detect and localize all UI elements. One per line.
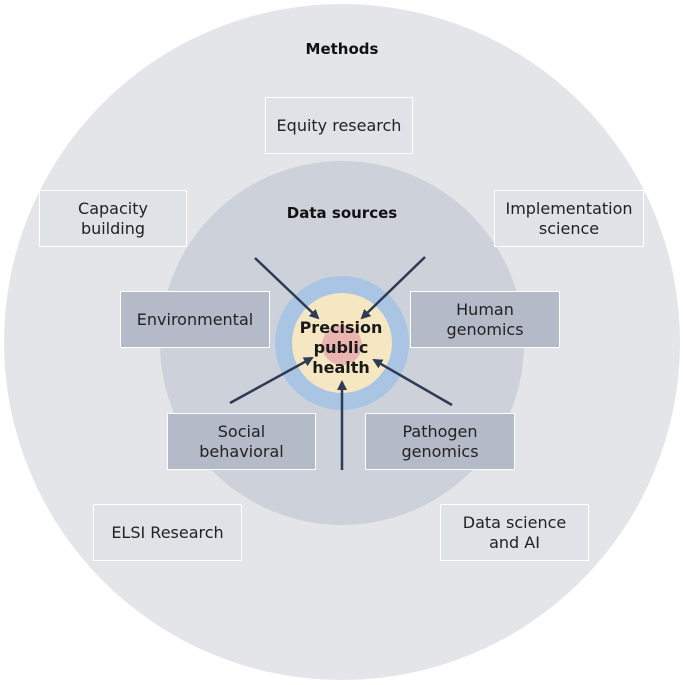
method-box-label: Equity research <box>276 115 402 135</box>
method-box-label: science <box>538 218 600 238</box>
arrow-bottom-left <box>229 356 314 405</box>
method-box-equity-research: Equity research <box>265 97 413 154</box>
method-box-capacity-building: Capacity building <box>39 190 187 247</box>
method-box-implementation-science: Implementation science <box>494 190 644 247</box>
methods-title: Methods <box>305 40 379 58</box>
center-label-line: Precision <box>299 318 383 337</box>
data-box-human-genomics: Human genomics <box>410 291 560 348</box>
method-box-label: Capacity <box>78 198 148 218</box>
center-label-line: public <box>313 338 369 357</box>
arrow-top-left <box>254 257 320 320</box>
data-box-label: Human <box>456 299 514 319</box>
data-box-label: Pathogen <box>402 421 478 441</box>
method-box-label: building <box>80 218 146 238</box>
center-label-line: health <box>312 358 370 377</box>
method-box-elsi-research: ELSI Research <box>93 504 242 561</box>
arrow-top-right <box>360 256 426 320</box>
method-box-data-science-ai: Data science and AI <box>440 504 589 561</box>
core-dot <box>322 325 362 365</box>
data-box-social-behavioral: Social behavioral <box>167 413 316 470</box>
arrow-bottom-right <box>372 358 453 407</box>
data-box-label: genomics <box>401 441 479 461</box>
data-box-environmental: Environmental <box>120 291 270 348</box>
method-box-label: Data science <box>462 512 567 532</box>
data-box-label: behavioral <box>199 441 284 461</box>
data-box-pathogen-genomics: Pathogen genomics <box>365 413 515 470</box>
data-box-label: Environmental <box>136 309 254 329</box>
data-box-label: genomics <box>446 319 524 339</box>
method-box-label: ELSI Research <box>111 522 224 542</box>
data-sources-title: Data sources <box>286 204 398 222</box>
data-box-label: Social <box>217 421 266 441</box>
method-box-label: Implementation <box>505 198 633 218</box>
center-label-precision-public-health: Precision public health <box>296 318 386 378</box>
method-box-label: and AI <box>489 532 540 552</box>
